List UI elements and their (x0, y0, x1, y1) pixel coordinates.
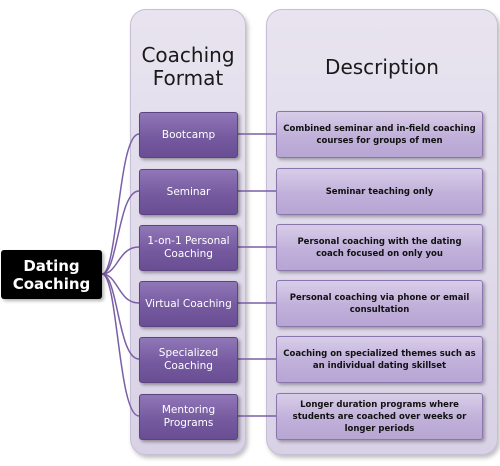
dating-coaching-root-node: Dating Coaching (1, 250, 102, 299)
format-node-specialized-coaching: Specialized Coaching (139, 337, 238, 383)
root-to-specialized-connector (101, 273, 140, 360)
format-node-personal-coaching: 1-on-1 Personal Coaching (139, 225, 238, 271)
description-heading: Description (325, 55, 439, 79)
description-node-seminar: Seminar teaching only (276, 168, 483, 215)
description-node-virtual-coaching: Personal coaching via phone or email con… (276, 280, 483, 327)
root-to-virtual-connector (101, 273, 140, 304)
format-node-mentoring-programs: Mentoring Programs (139, 394, 238, 440)
root-to-bootcamp-connector (101, 133, 140, 275)
description-node-specialized-coaching: Coaching on specialized themes such as a… (276, 336, 483, 383)
root-to-personal-connector (101, 246, 140, 275)
description-node-bootcamp: Combined seminar and in-field coaching c… (276, 111, 483, 158)
root-to-seminar-connector (101, 190, 140, 275)
format-node-seminar: Seminar (139, 169, 238, 215)
format-node-bootcamp: Bootcamp (139, 112, 238, 158)
description-node-personal-coaching: Personal coaching with the dating coach … (276, 224, 483, 271)
format-node-virtual-coaching: Virtual Coaching (139, 281, 238, 327)
coaching-format-heading: Coaching Format (141, 43, 235, 90)
root-to-mentoring-connector (101, 273, 140, 417)
description-node-mentoring-programs: Longer duration programs where students … (276, 393, 483, 440)
